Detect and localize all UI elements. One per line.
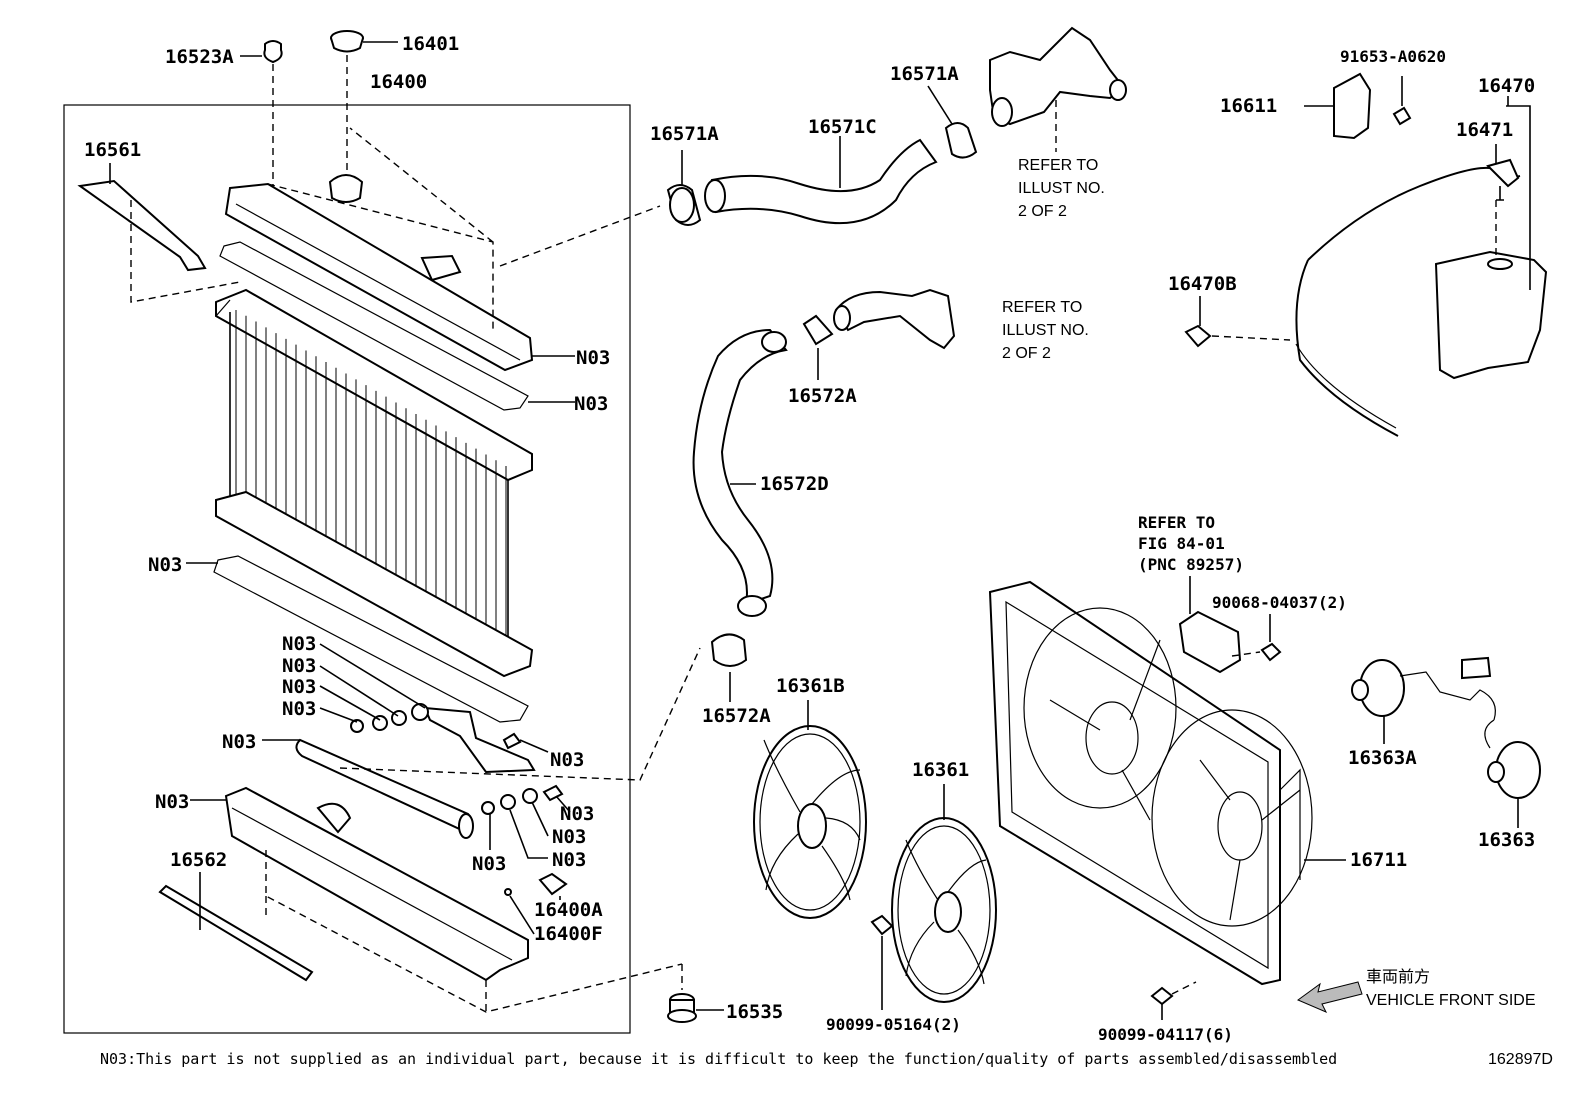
label-16571C: 16571C (808, 116, 877, 138)
clip-16470B-drawing (1184, 296, 1291, 348)
reservoir-drawing (1295, 96, 1548, 437)
label-n03-7: N03 (282, 698, 316, 720)
screw-90099-04117-drawing (1150, 981, 1197, 1020)
label-16611: 16611 (1220, 95, 1277, 117)
support-strip-16561 (77, 163, 241, 303)
footer-note: N03:This part is not supplied as an indi… (100, 1050, 1337, 1068)
label-16571A-left: 16571A (650, 123, 719, 145)
refer2-line2: ILLUST NO. (1002, 322, 1089, 339)
vehicle-front-arrow (1296, 981, 1363, 1013)
label-16361B: 16361B (776, 675, 845, 697)
upper-gasket-drawing (219, 241, 575, 411)
refer1-line1: REFER TO (1018, 157, 1098, 174)
radiator-cap-drawing (330, 30, 398, 180)
lower-gasket-drawing (186, 555, 529, 723)
label-n03-11: N03 (560, 803, 594, 825)
plug-drawing (240, 40, 283, 190)
label-16711: 16711 (1350, 849, 1407, 871)
label-n03-8: N03 (222, 731, 256, 753)
label-16363: 16363 (1478, 829, 1535, 851)
label-91653-A0620: 91653-A0620 (1340, 47, 1446, 66)
label-16363A: 16363A (1348, 747, 1417, 769)
fig-refer-line3: (PNC 89257) (1138, 555, 1244, 574)
label-16471: 16471 (1456, 119, 1513, 141)
upper-hose-drawing (499, 85, 978, 267)
label-16571A-top: 16571A (890, 63, 959, 85)
water-outlet-drawing (989, 26, 1127, 152)
direction-jp: 車両前方 (1366, 968, 1430, 986)
label-16400: 16400 (370, 71, 427, 93)
label-90099-04117: 90099-04117(6) (1098, 1025, 1233, 1044)
refer1-line2: ILLUST NO. (1018, 180, 1105, 197)
upper-tank-drawing (224, 127, 575, 372)
direction-en: VEHICLE FRONT SIDE (1366, 992, 1536, 1009)
refer1-line3: 2 OF 2 (1018, 203, 1067, 220)
label-n03-2: N03 (574, 393, 608, 415)
fig-refer-line1: REFER TO (1138, 513, 1215, 532)
label-16561: 16561 (84, 139, 141, 161)
label-16400A: 16400A (534, 899, 603, 921)
label-16572A-top: 16572A (788, 385, 857, 407)
fan-shroud-drawing (988, 580, 1346, 986)
fan-controller-drawing (1178, 576, 1282, 674)
refer2-line1: REFER TO (1002, 299, 1082, 316)
plug-16535-drawing (667, 993, 724, 1023)
fan-16361-drawing (870, 784, 997, 1010)
label-n03-5: N03 (282, 655, 316, 677)
reservoir-bracket-drawing (1304, 72, 1412, 140)
label-n03-12: N03 (552, 826, 586, 848)
fan-16361B-drawing (753, 700, 867, 919)
lower-hose-drawing (692, 288, 956, 702)
label-n03-14: N03 (472, 853, 506, 875)
label-n03-13: N03 (552, 849, 586, 871)
footer-code: 162897D (1488, 1051, 1553, 1068)
fan-motor-16363A-drawing (1351, 656, 1496, 744)
label-16470B: 16470B (1168, 273, 1237, 295)
label-16400F: 16400F (534, 923, 603, 945)
label-16535: 16535 (726, 1001, 783, 1023)
support-strip-16562 (158, 872, 314, 982)
fig-refer-line2: FIG 84-01 (1138, 534, 1225, 553)
label-n03-1: N03 (576, 347, 610, 369)
fan-motor-16363-drawing (1484, 719, 1541, 828)
label-n03-6: N03 (282, 676, 316, 698)
label-n03-9: N03 (550, 749, 584, 771)
label-n03-3: N03 (148, 554, 182, 576)
oil-cooler-drawing (262, 643, 701, 859)
radiator-core-drawing (215, 288, 534, 678)
label-16361: 16361 (912, 759, 969, 781)
label-16523A: 16523A (165, 46, 234, 68)
label-16572D: 16572D (760, 473, 829, 495)
lower-tank-drawing (190, 786, 683, 1013)
label-16562: 16562 (170, 849, 227, 871)
label-16572A-bottom: 16572A (702, 705, 771, 727)
refer2-line3: 2 OF 2 (1002, 345, 1051, 362)
label-n03-4: N03 (282, 633, 316, 655)
label-16401: 16401 (402, 33, 459, 55)
label-16470: 16470 (1478, 75, 1535, 97)
label-n03-10: N03 (155, 791, 189, 813)
label-90068-04037: 90068-04037(2) (1212, 593, 1347, 612)
label-90099-05164: 90099-05164(2) (826, 1015, 961, 1034)
